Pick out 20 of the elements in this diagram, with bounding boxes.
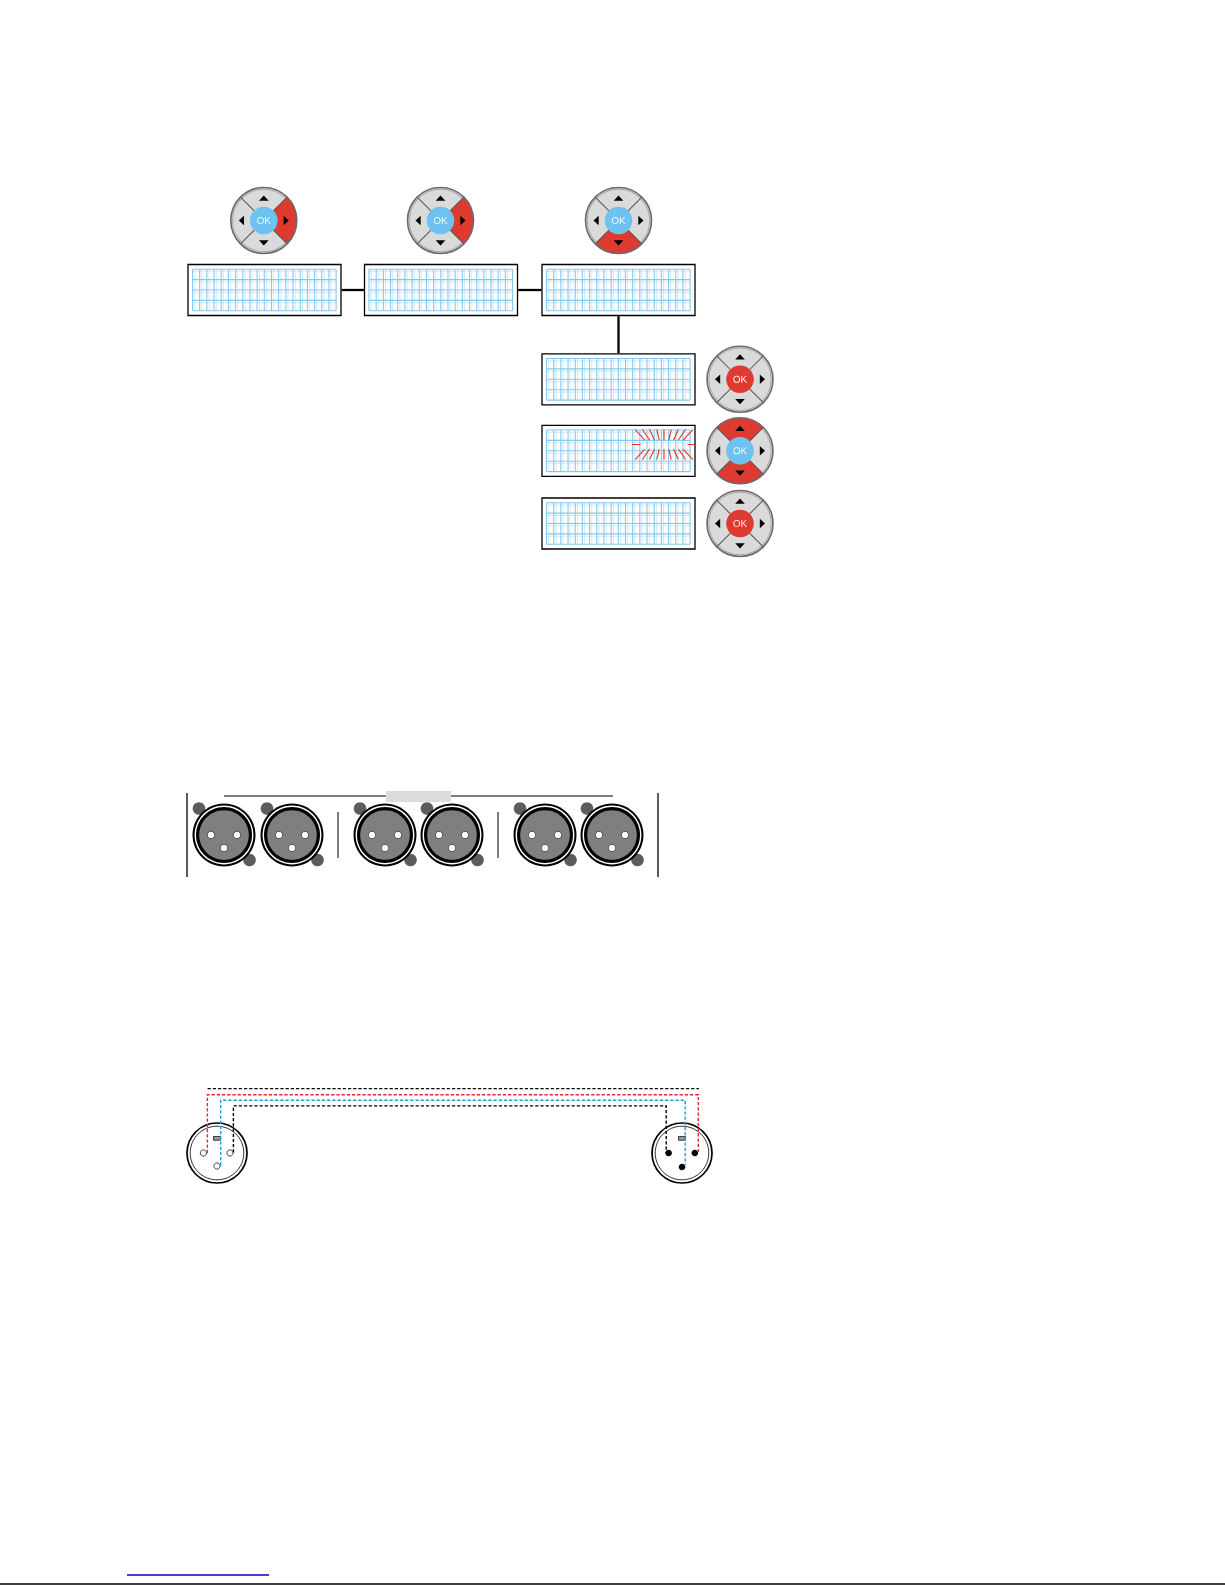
wire [206, 1094, 699, 1154]
direction-pad: OK [706, 489, 774, 558]
xlr-connector [186, 1122, 248, 1184]
direction-pad: OK [230, 186, 298, 255]
connector-line [341, 288, 364, 292]
lcd-display [363, 263, 519, 317]
direction-pad: OK [706, 345, 774, 414]
connector-line [617, 316, 620, 354]
direction-pad: OK [706, 417, 774, 485]
direction-pad: OK [584, 186, 653, 255]
connector-line [518, 288, 542, 292]
lcd-display [541, 263, 696, 317]
direction-pad: OK [406, 186, 475, 255]
wire [220, 1099, 686, 1167]
lcd-display [187, 263, 342, 317]
lcd-display [541, 353, 696, 406]
wire [232, 1105, 667, 1154]
lcd-display [541, 424, 696, 477]
xlr-connector [651, 1122, 713, 1184]
lcd-display [541, 497, 696, 550]
